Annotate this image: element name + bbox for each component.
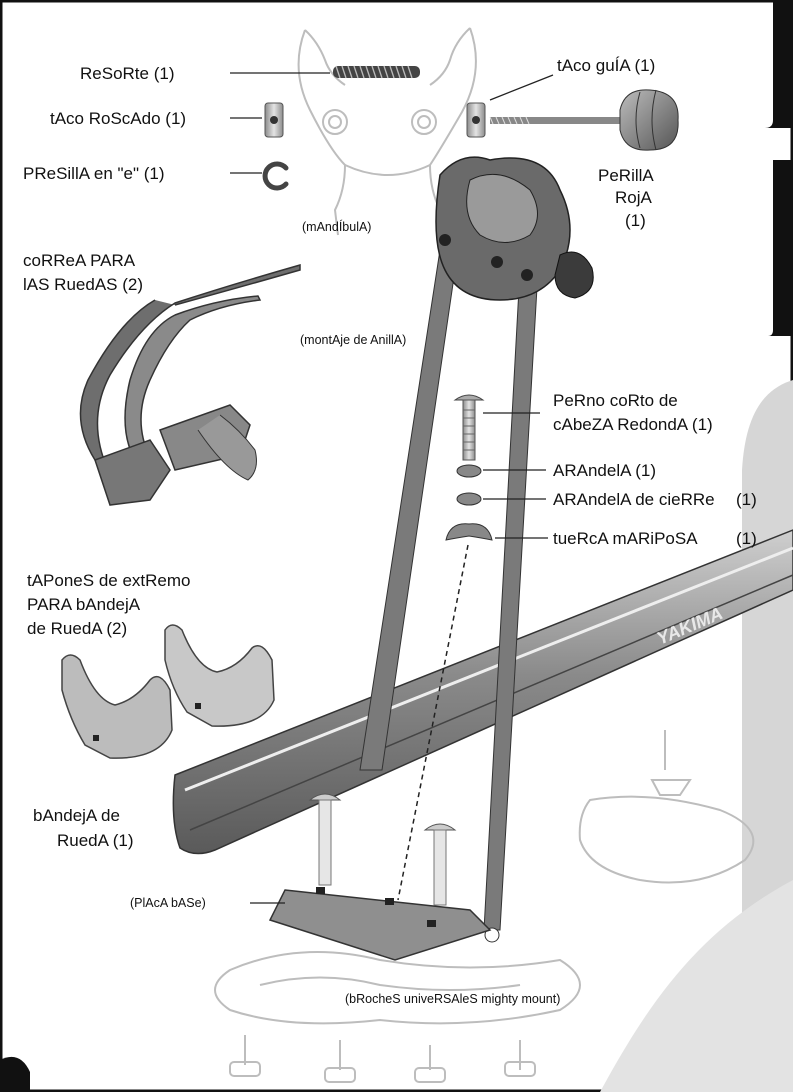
label-bandeja-line2: RuedA (1) — [57, 831, 134, 850]
carriage-bolt-part — [453, 394, 485, 461]
label-perno-line1: PeRno coRto de — [553, 391, 678, 410]
spring-part — [333, 65, 420, 79]
label-tuerca: tueRcA mARiPoSA — [553, 529, 698, 548]
threaded-nut-part — [264, 102, 284, 138]
label-placa: (PlAcA bASe) — [130, 896, 206, 910]
wing-nut-part — [445, 523, 493, 541]
end-caps-part — [61, 624, 275, 759]
wheel-straps-part — [79, 264, 301, 506]
washer-part — [456, 464, 482, 478]
label-perilla-line1: PeRillA — [598, 166, 654, 185]
base-plate-part — [268, 793, 492, 961]
label-taco-roscado: tAco RoScAdo (1) — [50, 109, 186, 128]
tab-bottom-left — [0, 1056, 30, 1092]
label-tuerca-qty: (1) — [736, 529, 757, 548]
label-perilla-line2: RojA — [615, 188, 653, 207]
leader-lines — [230, 72, 554, 904]
label-presilla: PReSillA en "e" (1) — [23, 164, 165, 183]
tab-top-right — [765, 0, 793, 128]
label-broches: (bRocheS univeRSAleS mighty mount) — [345, 992, 560, 1006]
e-clip-part — [262, 161, 289, 191]
lock-washer-part — [456, 492, 482, 506]
label-correa-line2: lAS RuedAS (2) — [23, 275, 143, 294]
label-mandibula: (mAndÍbulA) — [302, 219, 371, 234]
label-correa-line1: coRReA PARA — [23, 251, 136, 270]
tab-mid-right — [768, 160, 793, 336]
label-tapones-line2: PARA bAndejA — [27, 595, 141, 614]
guide-nut-part — [466, 102, 486, 138]
label-arandela-cierre-qty: (1) — [736, 490, 757, 509]
label-resorte: ReSoRte (1) — [80, 64, 174, 83]
mighty-mount-brackets — [214, 730, 755, 1083]
assembly-dashed-line — [397, 544, 469, 901]
red-knob-part — [619, 89, 679, 151]
label-tapones-line1: tAPoneS de extRemo — [27, 571, 190, 590]
background-swoosh-lower — [600, 880, 793, 1092]
label-tapones-line3: de RuedA (2) — [27, 619, 127, 638]
jaw-outline — [297, 27, 477, 236]
label-arandela-cierre: ARAndelA de cieRRe — [553, 490, 715, 509]
label-montaje: (montAje de AnillA) — [300, 333, 406, 347]
bolt-rod-part — [489, 116, 630, 125]
label-taco-guia: tAco guÍA (1) — [557, 56, 655, 75]
label-arandela: ARAndelA (1) — [553, 461, 656, 480]
label-perno-line2: cAbeZA RedondA (1) — [553, 415, 713, 434]
ring-mount-assembly — [359, 156, 594, 943]
label-perilla-line3: (1) — [625, 211, 646, 230]
label-bandeja-line1: bAndejA de — [33, 806, 120, 825]
